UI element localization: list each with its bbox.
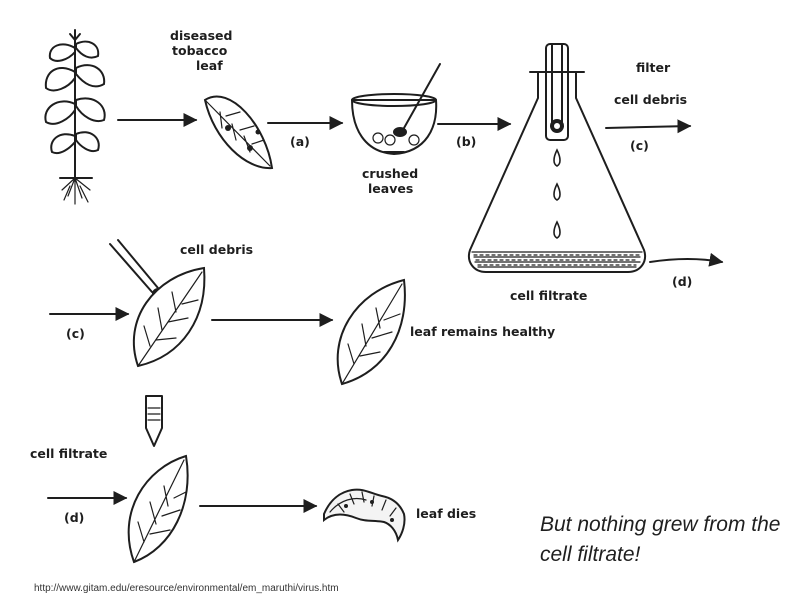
inoculated-leaf-debris-icon: [132, 266, 206, 368]
label-cell-debris-mid: cell debris: [180, 242, 253, 257]
filter-flask-icon: [468, 43, 646, 273]
label-a: (a): [290, 134, 310, 149]
caption-text: But nothing grew from the cell filtrate!: [540, 513, 781, 566]
tobacco-plant-icon: [44, 29, 106, 205]
inoculated-leaf-filtrate-icon: [127, 454, 189, 564]
pipette-icon: [145, 395, 163, 447]
label-cell-filtrate-left: cell filtrate: [30, 446, 107, 461]
label-cell-debris-top: cell debris: [614, 92, 687, 107]
label-c-left: (c): [66, 326, 85, 341]
label-filter: filter: [636, 60, 671, 75]
label-leaf-healthy: leaf remains healthy: [410, 324, 555, 339]
diseased-leaf-icon: [203, 95, 274, 170]
debris-applicator-icon: [109, 239, 164, 300]
label-cell-filtrate-flask: cell filtrate: [510, 288, 587, 303]
label-c-top: (c): [630, 138, 649, 153]
arrow-d-right: [649, 252, 724, 267]
label-d-right: (d): [672, 274, 692, 289]
healthy-leaf-icon: [336, 278, 406, 386]
arrow-c-top: [605, 119, 692, 134]
source-url: http://www.gitam.edu/eresource/environme…: [34, 583, 339, 594]
label-crushed-leaves: crushed leaves: [362, 166, 423, 196]
label-d-left: (d): [64, 510, 84, 525]
dead-leaf-icon: [323, 488, 406, 543]
mortar-pestle-icon: [351, 63, 441, 155]
label-b: (b): [456, 134, 476, 149]
label-leaf-dies: leaf dies: [416, 506, 476, 521]
label-diseased-tobacco-leaf: diseased tobacco leaf: [170, 28, 237, 73]
